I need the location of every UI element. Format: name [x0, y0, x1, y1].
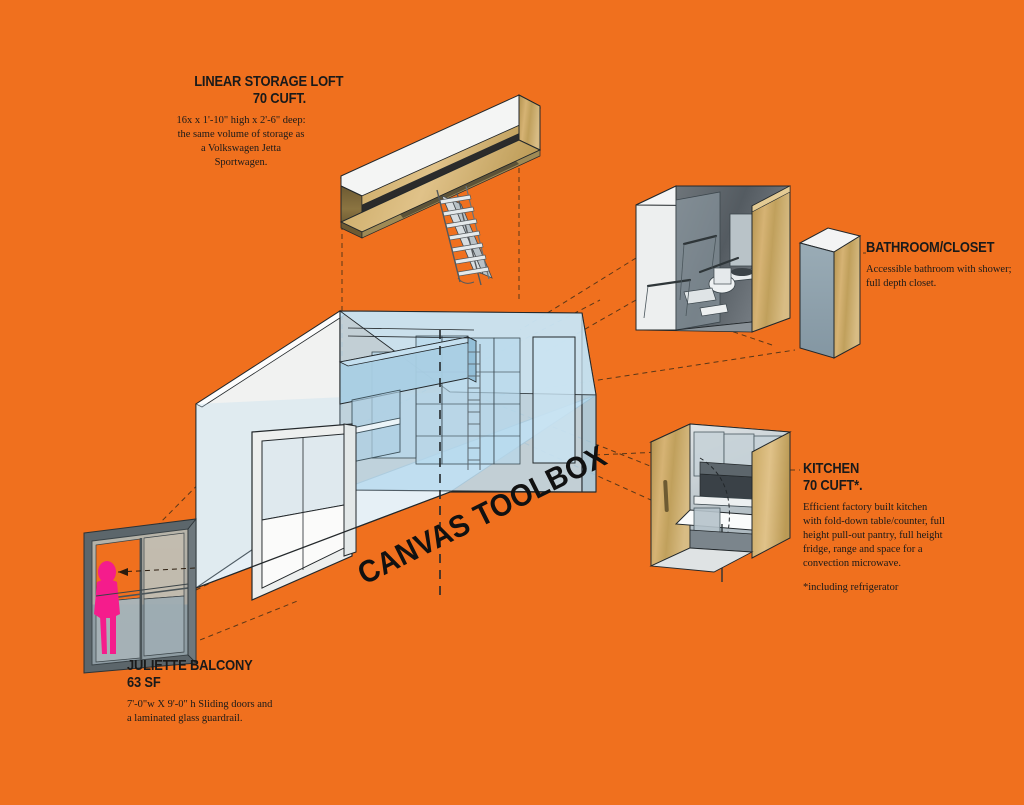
storage-loft-module: [339, 94, 542, 239]
loft-heading-line2: 70 cuft.: [252, 89, 306, 107]
loft-description: 16x x 1'-10" high x 2'-6" deep: the same…: [176, 114, 306, 168]
kitchen-module: [649, 423, 792, 582]
kitchen-footnote: *including refrigerator: [803, 581, 899, 593]
balcony-heading-line1: JULIETTE BALCONY: [127, 657, 253, 674]
closet-box-module: [798, 227, 862, 359]
ladder-icon: [436, 185, 493, 286]
balcony-leader-arrow: [117, 567, 197, 576]
loft-heading-line1: LINEAR STORAGE LOFT: [194, 73, 344, 90]
balcony-opening: [251, 423, 357, 601]
callout-juliette-balcony: JULIETTE BALCONY 63 SF 7'-0"w X 9'-0" h …: [127, 657, 277, 726]
interior-ladder-icon: [467, 344, 481, 470]
main-unit-axonometric: [195, 309, 597, 601]
callout-bathroom-closet: BATHROOM/CLOSET Accessible bathroom with…: [866, 239, 1016, 291]
juliette-balcony-module: [83, 517, 197, 674]
callout-linear-storage-loft: LINEAR STORAGE LOFT 70 cuft. 16x x 1'-10…: [176, 73, 344, 170]
bathroom-pod-module: [635, 185, 791, 333]
kitchen-heading-line1: KITCHEN: [803, 460, 860, 477]
kitchen-description: Efficient factory built kitchen with fol…: [803, 501, 945, 569]
kitchen-heading-line2: 70 cuft*.: [803, 476, 863, 494]
human-figure-silhouette: [94, 561, 120, 654]
bathroom-description: Accessible bathroom with shower; full de…: [866, 263, 1012, 289]
balcony-description: 7'-0"w X 9'-0" h Sliding doors and a lam…: [127, 698, 273, 724]
callout-kitchen: KITCHEN 70 cuft*. Efficient factory buil…: [803, 460, 948, 595]
fold-down-arc: [699, 457, 730, 533]
bathroom-heading-line1: BATHROOM/CLOSET: [866, 239, 995, 256]
balcony-heading-line2: 63 SF: [127, 673, 161, 691]
